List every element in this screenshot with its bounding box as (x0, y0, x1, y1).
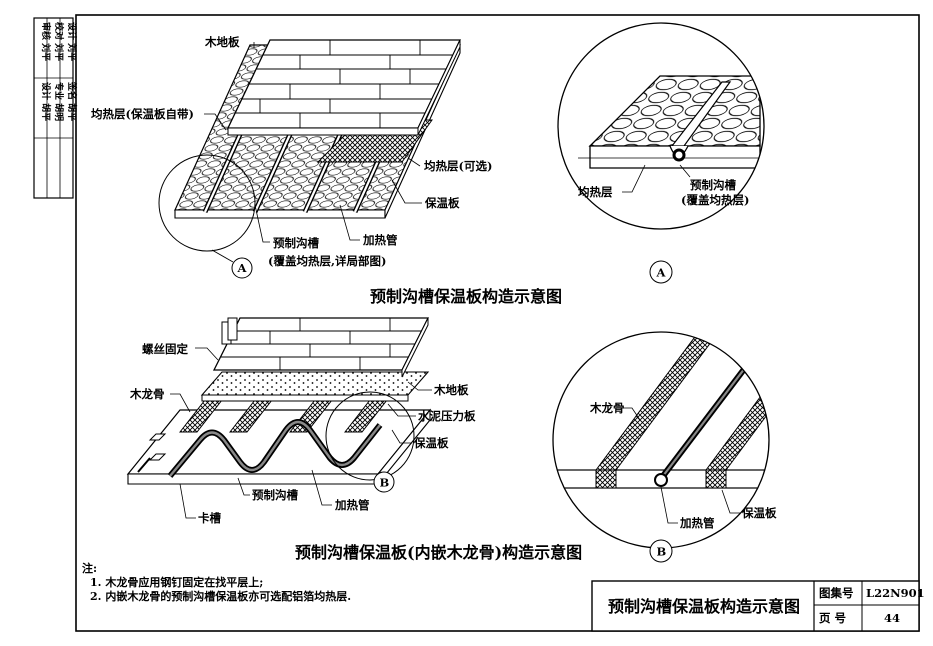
signature-column: 审核 刘平 校对 刘平 设计 刘平 设计 胡平 专业 胡明 签名 胡平 (33, 17, 78, 199)
label-insulation-bottom: 保温板 (413, 436, 449, 450)
sheet-border (75, 14, 920, 632)
title-block: 预制沟槽保温板构造示意图 图集号 L22N901 页 号 44 (591, 580, 925, 632)
detail-b-tag: B (657, 545, 667, 559)
sign-row-5: 专业 胡明 (53, 82, 65, 121)
label-slot: 卡槽 (198, 511, 221, 525)
detail-a-tag: A (656, 266, 667, 280)
callout-circle-b (325, 391, 415, 481)
title-block-page-value: 44 (884, 611, 900, 625)
label-wood-floor-top: 木地板 (204, 35, 240, 49)
sign-row-4: 设计 胡平 (40, 82, 52, 121)
label-groove-top-1: 预制沟槽 (273, 236, 319, 250)
label-cement-board: 水泥压力板 (418, 409, 476, 423)
label-heat-layer-optional: 均热层(可选) (424, 159, 492, 173)
label-detail-a-groove-2: (覆盖均热层) (681, 193, 749, 207)
label-heating-pipe-bottom: 加热管 (334, 498, 370, 512)
sign-row-1: 审核 刘平 (40, 22, 52, 61)
title-block-drawing-name: 预制沟槽保温板构造示意图 (608, 597, 800, 616)
detail-a-circle (557, 22, 765, 230)
detail-b: 木龙骨 加热管 保温板 B (552, 331, 777, 563)
callout-b-label: B (380, 476, 390, 490)
label-groove-top-2: (覆盖均热层,详局部图) (268, 254, 386, 268)
label-wood-keel-bottom: 木龙骨 (129, 387, 165, 401)
title-block-page-label: 页 号 (819, 611, 846, 625)
label-heat-layer-top: 均热层(保温板自带) (91, 107, 194, 121)
detail-b-pipe (654, 473, 668, 487)
callout-a-label: A (237, 261, 248, 275)
sign-row-2: 校对 刘平 (53, 22, 65, 61)
note-1: 1. 木龙骨应用钢钉固定在找平层上; (90, 575, 263, 589)
label-detail-a-heat-layer: 均热层 (578, 185, 613, 199)
label-insulation-top: 保温板 (424, 196, 460, 210)
notes-heading: 注: (82, 561, 97, 575)
label-detail-a-groove-1: 预制沟槽 (690, 178, 736, 192)
label-screw-fix: 螺丝固定 (142, 342, 188, 356)
label-groove-bottom: 预制沟槽 (252, 488, 298, 502)
label-detail-b-pipe: 加热管 (679, 516, 715, 530)
label-heating-pipe-top: 加热管 (362, 233, 398, 247)
note-2: 2. 内嵌木龙骨的预制沟槽保温板亦可选配铝箔均热层. (90, 589, 351, 603)
bottom-isometric-diagram: B 螺丝固定 木龙骨 木地板 水泥压力板 保温板 预制沟槽 加热管 卡槽 预制沟… (126, 317, 582, 562)
title-block-atlas-label: 图集号 (819, 586, 854, 600)
sign-row-6: 签名 胡平 (66, 81, 78, 121)
detail-a: 均热层 预制沟槽 (覆盖均热层) A (557, 22, 765, 284)
title-bottom-diagram: 预制沟槽保温板(内嵌木龙骨)构造示意图 (295, 543, 582, 562)
top-isometric-diagram: A 木地板 均热层(保温板自带) 均热层(可选) 保温板 加热管 预制沟槽 (覆… (91, 35, 562, 306)
label-detail-b-keel: 木龙骨 (589, 401, 625, 415)
title-top-diagram: 预制沟槽保温板构造示意图 (370, 287, 562, 306)
bottom-cement-board (200, 371, 430, 396)
label-wood-floor-bottom: 木地板 (433, 383, 469, 397)
notes: 注: 1. 木龙骨应用钢钉固定在找平层上; 2. 内嵌木龙骨的预制沟槽保温板亦可… (82, 561, 351, 603)
callout-circle-a (158, 154, 256, 252)
title-block-atlas-value: L22N901 (866, 586, 925, 600)
sign-row-3: 设计 刘平 (66, 22, 78, 61)
detail-a-pipe (672, 148, 686, 162)
label-detail-b-insulation: 保温板 (741, 506, 777, 520)
